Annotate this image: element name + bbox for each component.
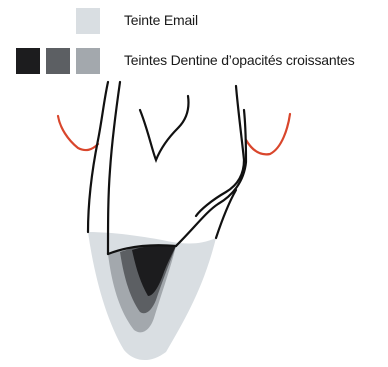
gingiva-left — [58, 116, 98, 150]
pulp-chamber — [140, 96, 189, 160]
gingiva-right — [246, 114, 290, 154]
tooth-outline-labial — [88, 82, 108, 232]
tooth-outline-lingual — [196, 86, 244, 216]
pulp-line-labial — [108, 82, 120, 254]
pulp-line-lingual — [176, 110, 246, 246]
